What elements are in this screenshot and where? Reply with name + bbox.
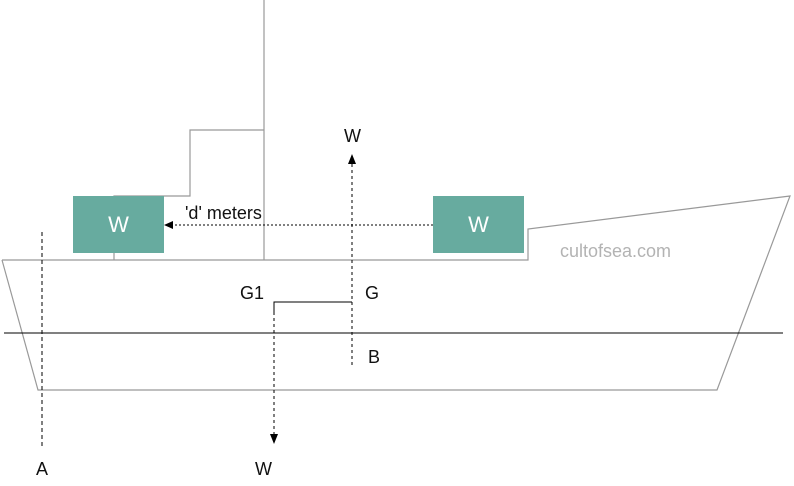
downward-force-arrowhead	[270, 434, 278, 444]
distance-label: 'd' meters	[185, 203, 262, 223]
point-a-label: A	[36, 459, 49, 479]
weight-box-left: W	[73, 196, 164, 253]
watermark: cultofsea.com	[560, 241, 672, 261]
weight-box-right: W	[433, 196, 524, 253]
point-b-label: B	[368, 347, 381, 367]
upward-force-arrowhead	[348, 154, 356, 164]
point-g1-label: G1	[240, 283, 265, 303]
point-g-label: G	[365, 283, 380, 303]
downward-force-label: W	[255, 459, 272, 479]
g-g1-connector	[273, 301, 352, 312]
ship-hull	[1, 195, 791, 391]
upward-force-label: W	[344, 126, 361, 146]
shift-distance-arrowhead	[164, 221, 173, 229]
